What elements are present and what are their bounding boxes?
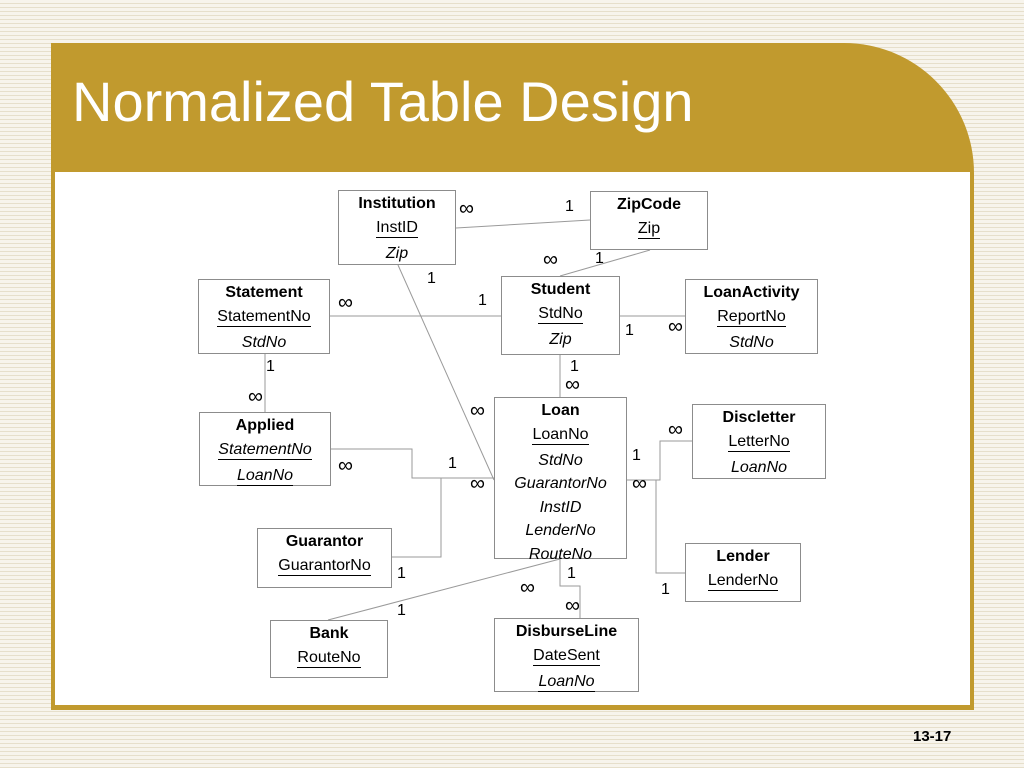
- entity-loan: Loan LoanNo StdNo GuarantorNo InstID Len…: [494, 397, 627, 563]
- foreign-key-field: StdNo: [729, 333, 774, 351]
- cardinality-one: 1: [266, 358, 275, 375]
- entity-name: Discletter: [722, 409, 796, 426]
- entity-name: Institution: [358, 195, 436, 212]
- foreign-key-field: GuarantorNo: [514, 475, 607, 492]
- cardinality-many: ∞: [632, 472, 647, 495]
- link-institution-loan: [397, 264, 495, 481]
- primary-key-field: LoanNo: [236, 466, 294, 486]
- entity-zipcode: ZipCode Zip: [590, 191, 708, 250]
- primary-key-field: Zip: [637, 219, 661, 239]
- entity-discletter: Discletter LetterNo LoanNo: [692, 404, 826, 479]
- link-applied-loan: [331, 448, 494, 479]
- link-zipcode-student: [559, 249, 651, 277]
- primary-key-field: DateSent: [533, 646, 600, 666]
- entity-name: Student: [530, 281, 591, 298]
- link-guarantor-loan: [392, 478, 442, 558]
- foreign-key-field: StdNo: [241, 333, 287, 351]
- foreign-key-field: RouteNo: [528, 545, 593, 563]
- cardinality-many: ∞: [543, 248, 558, 271]
- cardinality-many: ∞: [520, 576, 535, 599]
- primary-key-field: StatementNo: [217, 307, 311, 327]
- entity-name: Guarantor: [285, 533, 364, 550]
- cardinality-one: 1: [625, 322, 634, 339]
- foreign-key-field: LoanNo: [730, 458, 788, 476]
- foreign-key-field: StdNo: [538, 451, 583, 469]
- link-institution-zipcode: [455, 219, 591, 229]
- cardinality-one: 1: [570, 358, 579, 375]
- entity-name: DisburseLine: [515, 623, 618, 640]
- foreign-key-field: Zip: [549, 330, 572, 348]
- cardinality-many: ∞: [565, 373, 580, 396]
- foreign-key-field: LenderNo: [525, 522, 596, 539]
- primary-key-field: LoanNo: [532, 425, 589, 445]
- entity-name: Loan: [541, 402, 580, 419]
- primary-key-field: LenderNo: [707, 571, 779, 591]
- primary-key-field: ReportNo: [717, 307, 786, 327]
- link-loan-lender: [627, 479, 685, 574]
- entity-name: Applied: [235, 417, 295, 434]
- cardinality-one: 1: [565, 198, 574, 215]
- entity-institution: Institution InstID Zip: [338, 190, 456, 265]
- cardinality-one: 1: [448, 455, 457, 472]
- entity-name: LoanActivity: [703, 284, 800, 301]
- primary-key-field: LoanNo: [538, 672, 595, 692]
- cardinality-many: ∞: [338, 291, 353, 314]
- entity-name: Statement: [225, 284, 303, 301]
- link-loan-bank: [327, 558, 561, 621]
- entity-loanactivity: LoanActivity ReportNo StdNo: [685, 279, 818, 354]
- cardinality-many: ∞: [668, 315, 683, 338]
- slide-number: 13-17: [913, 728, 952, 745]
- foreign-key-field: Zip: [385, 244, 409, 262]
- cardinality-one: 1: [397, 602, 406, 619]
- cardinality-one: 1: [427, 270, 436, 287]
- entity-name: Bank: [309, 625, 349, 642]
- cardinality-many: ∞: [470, 399, 485, 422]
- cardinality-one: 1: [397, 565, 406, 582]
- entity-bank: Bank RouteNo: [270, 620, 388, 678]
- cardinality-many: ∞: [565, 594, 580, 617]
- cardinality-one: 1: [595, 250, 604, 267]
- cardinality-many: ∞: [338, 454, 353, 477]
- link-loan-disburseline: [559, 559, 581, 618]
- slide-title: Normalized Table Design: [72, 70, 694, 133]
- entity-statement: Statement StatementNo StdNo: [198, 279, 330, 354]
- cardinality-one: 1: [567, 565, 576, 582]
- primary-key-field: StatementNo: [218, 440, 312, 460]
- cardinality-many: ∞: [470, 472, 485, 495]
- primary-key-field: StdNo: [538, 304, 583, 324]
- primary-key-field: InstID: [376, 218, 418, 238]
- foreign-key-field: InstID: [539, 498, 582, 516]
- entity-lender: Lender LenderNo: [685, 543, 801, 602]
- entity-disburseline: DisburseLine DateSent LoanNo: [494, 618, 639, 692]
- entity-name: ZipCode: [617, 196, 681, 213]
- primary-key-field: RouteNo: [297, 648, 361, 668]
- entity-guarantor: Guarantor GuarantorNo: [257, 528, 392, 588]
- cardinality-one: 1: [661, 581, 670, 598]
- cardinality-many: ∞: [459, 197, 474, 220]
- entity-applied: Applied StatementNo LoanNo: [199, 412, 331, 486]
- entity-name: Lender: [716, 548, 770, 565]
- cardinality-one: 1: [478, 292, 487, 309]
- cardinality-many: ∞: [668, 418, 683, 441]
- primary-key-field: GuarantorNo: [278, 556, 371, 576]
- cardinality-many: ∞: [248, 385, 263, 408]
- entity-student: Student StdNo Zip: [501, 276, 620, 355]
- cardinality-one: 1: [632, 447, 641, 464]
- primary-key-field: LetterNo: [728, 432, 790, 452]
